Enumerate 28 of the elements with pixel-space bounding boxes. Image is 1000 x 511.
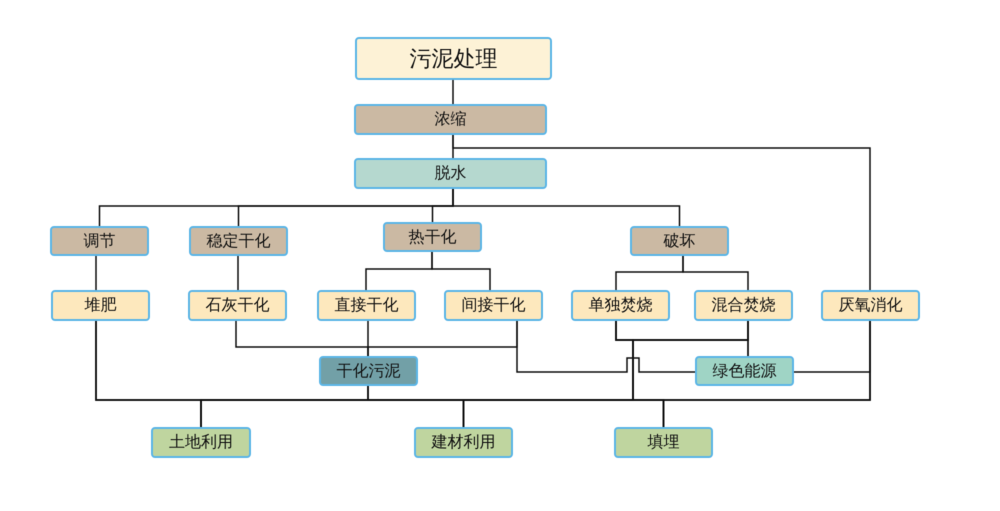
process-box: 石灰干化 — [188, 290, 287, 321]
process-box: 直接干化 — [317, 290, 416, 321]
process-box: 破坏 — [630, 226, 729, 256]
use-box: 建材利用 — [414, 427, 513, 458]
connector-line — [662, 321, 871, 427]
process-box: 混合焚烧 — [694, 290, 793, 321]
connector-line — [95, 256, 97, 290]
connector-line — [431, 252, 491, 290]
use-box: 土地利用 — [151, 427, 251, 458]
connector-line — [682, 256, 749, 290]
process-box: 稳定干化 — [189, 226, 288, 256]
process-box: 单独焚烧 — [571, 290, 670, 321]
connector-line — [452, 135, 871, 290]
connector-line — [237, 256, 239, 290]
product-box: 干化污泥 — [319, 356, 418, 386]
title-box: 污泥处理 — [355, 37, 552, 80]
use-box: 填埋 — [614, 427, 713, 458]
process-box: 堆肥 — [51, 290, 150, 321]
connector-line — [516, 321, 695, 373]
connector-line — [452, 189, 680, 226]
process-box: 间接干化 — [444, 290, 543, 321]
process-box: 厌氧消化 — [821, 290, 920, 321]
connector-line — [452, 80, 454, 104]
process-box: 热干化 — [383, 222, 482, 252]
process-box: 调节 — [50, 226, 149, 256]
process-box: 脱水 — [354, 158, 547, 189]
process-box: 浓缩 — [354, 104, 547, 135]
product-box: 绿色能源 — [695, 356, 794, 386]
